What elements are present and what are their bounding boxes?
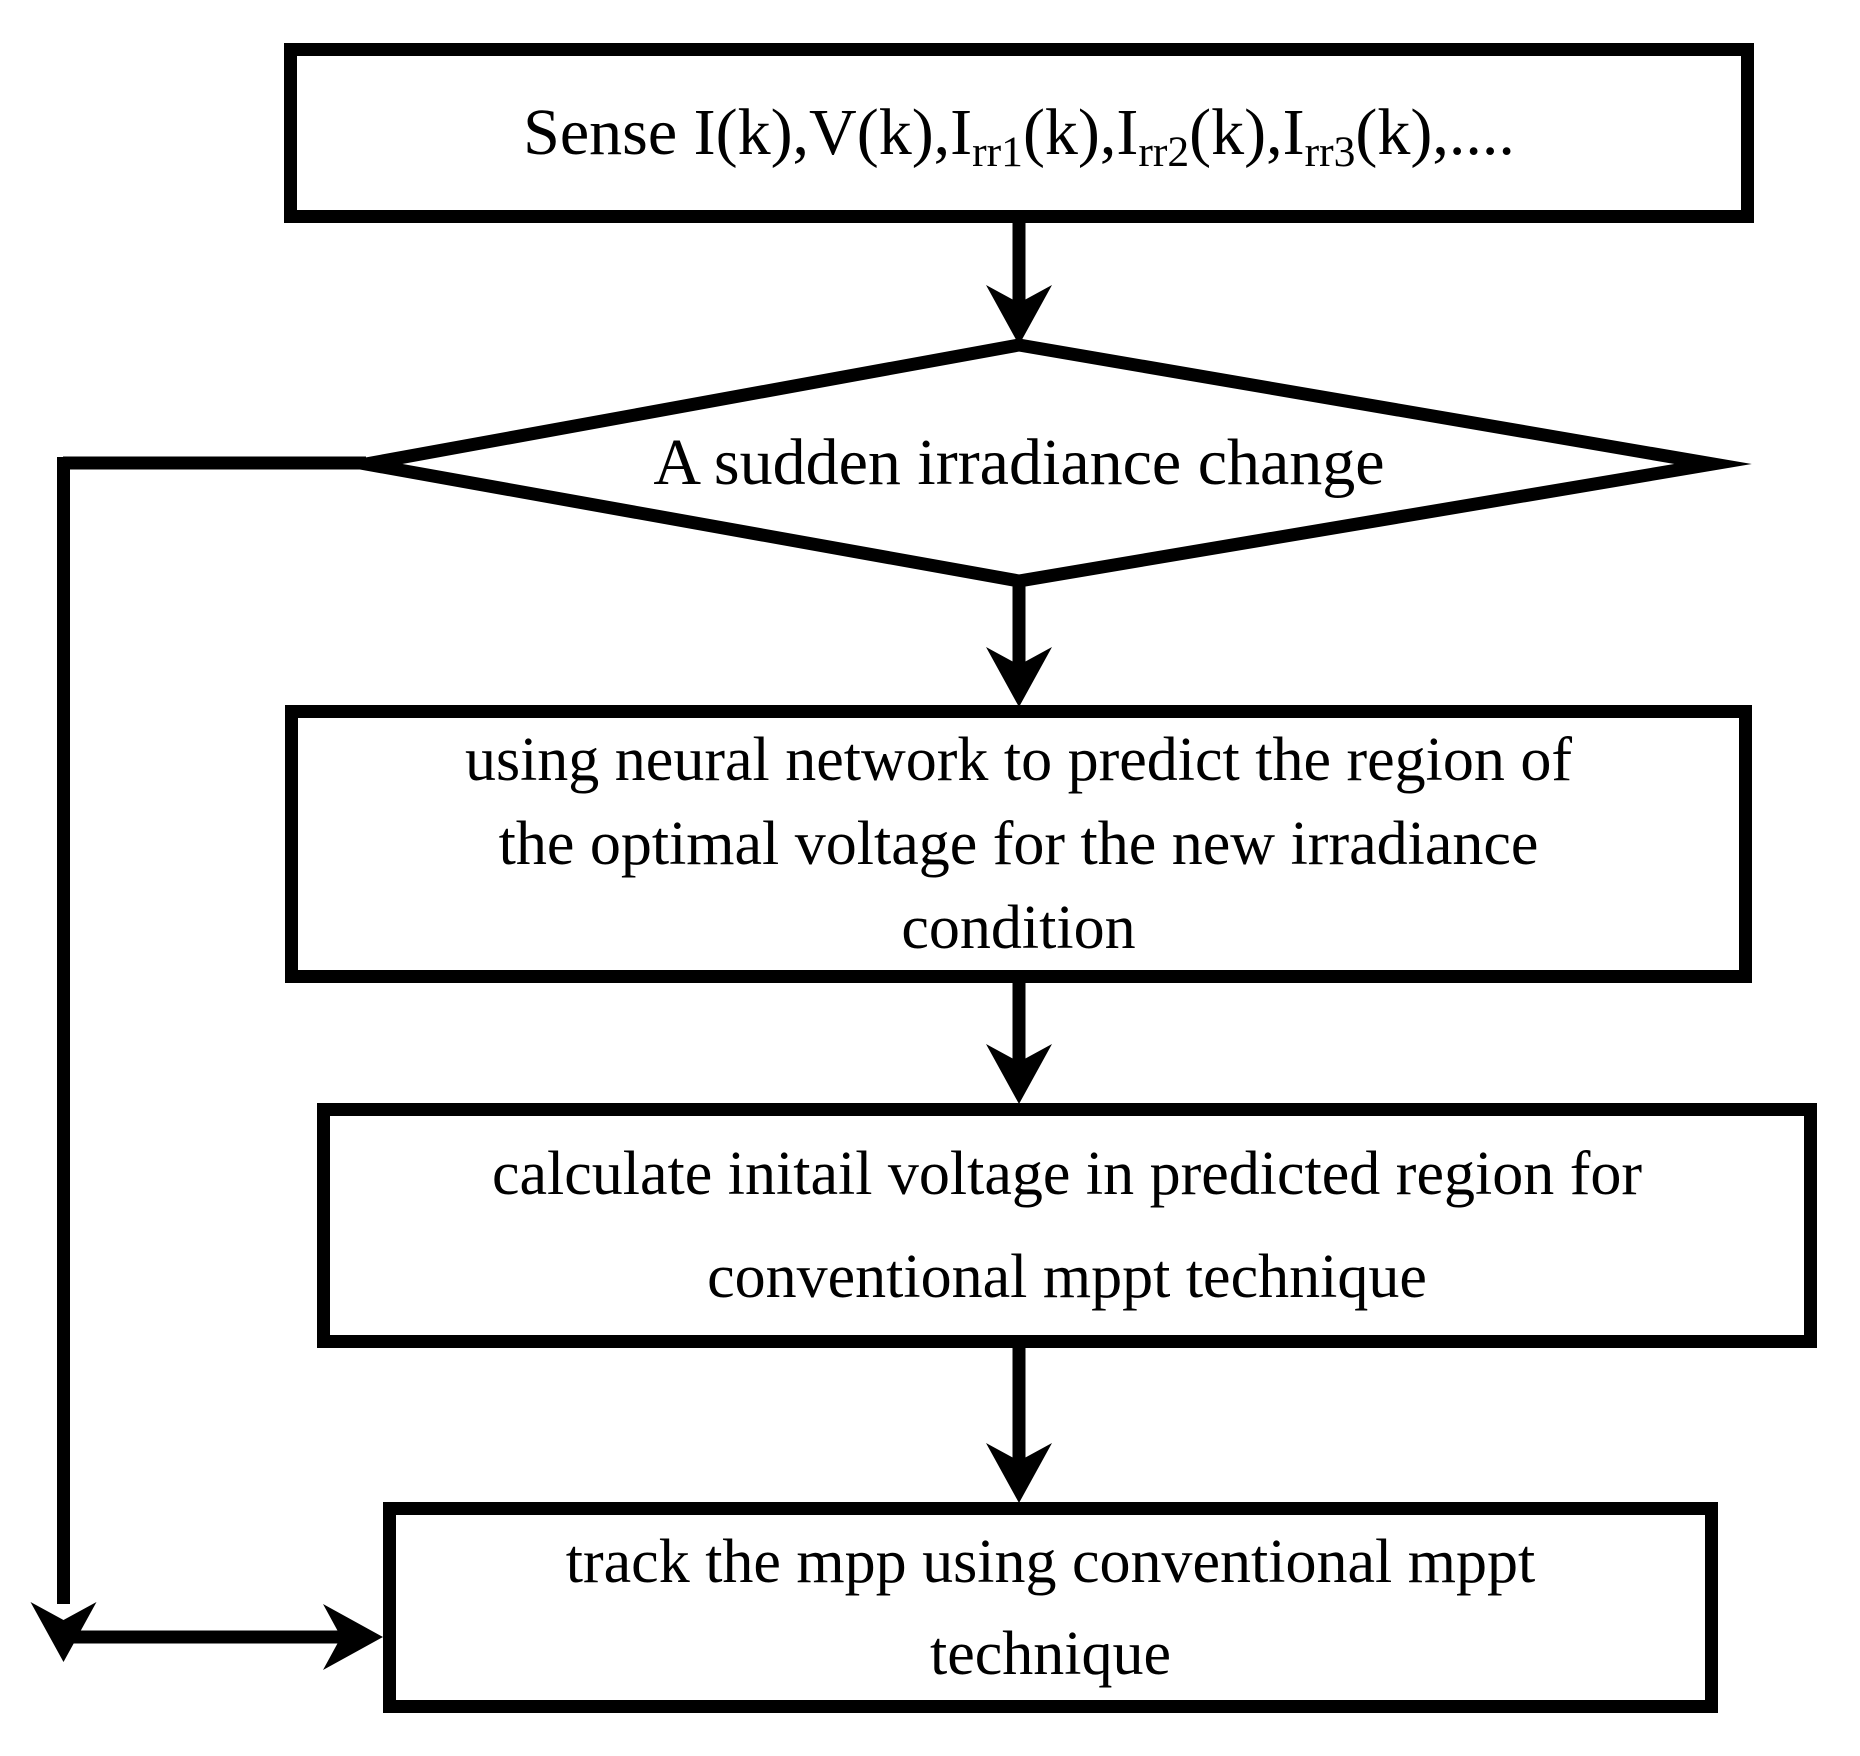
feedback-right-arrowhead: [323, 1604, 383, 1670]
sense-inputs-label: Sense I(k),V(k),Irr1(k),Irr2(k),Irr3(k),…: [523, 96, 1515, 177]
arrow-nn-to-calc: [986, 977, 1052, 1104]
nn-predict-region-box: using neural network to predict the regi…: [285, 705, 1752, 983]
arrow-calc-to-track: [986, 1342, 1052, 1503]
feedback-loop-connector: [30, 456, 383, 1670]
arrow-decision-to-nn: [986, 575, 1052, 707]
irradiance-decision-label-wrap: A sudden irradiance change: [519, 399, 1519, 527]
sense-inputs-box: Sense I(k),V(k),Irr1(k),Irr2(k),Irr3(k),…: [284, 43, 1754, 223]
irradiance-decision-label: A sudden irradiance change: [653, 426, 1385, 499]
nn-predict-region-label: using neural network to predict the regi…: [464, 726, 1573, 962]
arrow-sense-to-decision: [986, 210, 1052, 345]
calc-initial-voltage-label: calculate initail voltage in predicted r…: [492, 1139, 1642, 1311]
calc-initial-voltage-box: calculate initail voltage in predicted r…: [317, 1103, 1817, 1348]
